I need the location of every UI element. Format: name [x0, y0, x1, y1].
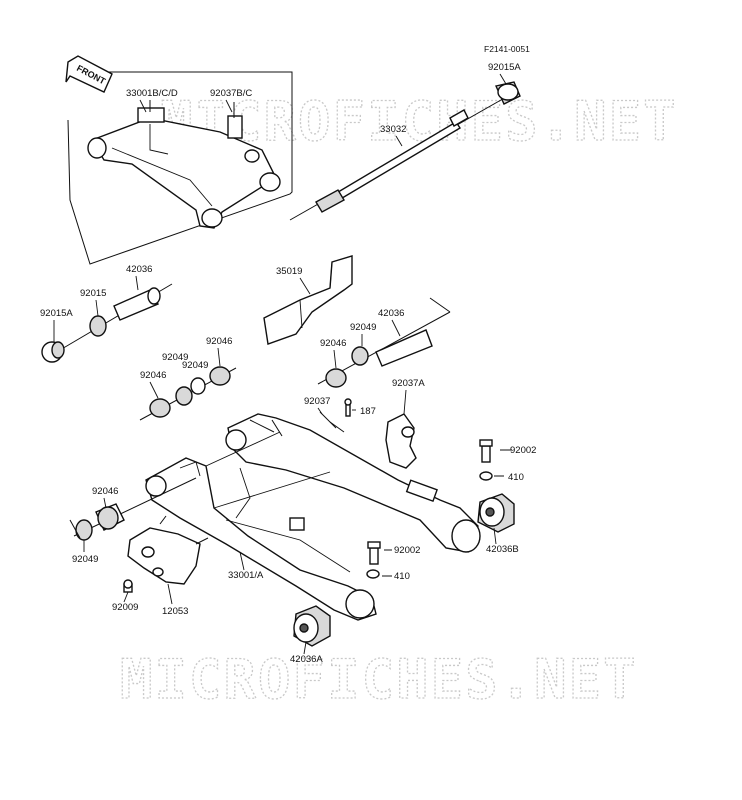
bracket-35019	[263, 255, 353, 345]
main-swingarm-33001a	[145, 413, 481, 621]
clip-187	[344, 398, 352, 417]
pivot-shaft-33032	[289, 81, 521, 221]
bolt-92002-mid	[367, 541, 392, 565]
label-92002-mid: 92002	[394, 545, 420, 556]
washer-410-mid	[366, 569, 392, 579]
label-92009: 92009	[112, 602, 138, 613]
label-42036-left: 42036	[126, 264, 152, 275]
label-92049-mid1: 92049	[162, 352, 188, 363]
label-92049-low: 92049	[72, 554, 98, 565]
label-12053: 12053	[162, 606, 188, 617]
label-92015: 92015	[80, 288, 106, 299]
bushing-42036b	[477, 493, 515, 533]
label-35019: 35019	[276, 266, 302, 277]
bolt-92002-right	[479, 439, 512, 463]
label-92046-left: 92046	[140, 370, 166, 381]
bolt-92009	[123, 579, 133, 593]
washer-410-right	[479, 471, 504, 481]
chain-guide-12053	[127, 515, 209, 585]
figure-code: F2141-0051	[484, 44, 530, 54]
middle-bushing-stack	[139, 366, 237, 421]
label-92002-right: 92002	[510, 445, 536, 456]
label-92049-mid2: 92049	[182, 360, 208, 371]
label-42036-right: 42036	[378, 308, 404, 319]
leader-lines	[53, 73, 507, 655]
lower-left-bushings	[69, 477, 197, 541]
front-arrow-icon: FRONT	[65, 55, 113, 93]
label-33001bcd: 33001B/C/D	[126, 88, 178, 99]
label-33032: 33032	[380, 124, 406, 135]
label-92015a-left: 92015A	[40, 308, 73, 319]
label-42036a: 42036A	[290, 654, 323, 665]
clamp-92037a	[385, 413, 417, 469]
watermark-bottom: MICROFICHES.NET	[120, 648, 638, 711]
inset-swingarm-assembly: FRONT	[65, 55, 293, 265]
label-410-right: 410	[508, 472, 524, 483]
label-33001a: 33001/A	[228, 570, 264, 581]
bushing-42036a	[293, 605, 331, 647]
label-92049-right: 92049	[350, 322, 376, 333]
left-bushing-stack	[41, 283, 173, 363]
label-92046-mid: 92046	[206, 336, 232, 347]
label-42036b: 42036B	[486, 544, 519, 555]
bolt-92037	[319, 411, 345, 433]
label-92046-right: 92046	[320, 338, 346, 349]
label-410-mid: 410	[394, 571, 410, 582]
label-92037bc: 92037B/C	[210, 88, 252, 99]
label-92037a: 92037A	[392, 378, 425, 389]
right-bushing-stack	[317, 297, 451, 388]
label-92046-low: 92046	[92, 486, 118, 497]
label-187: 187	[360, 406, 376, 417]
label-92015a-top: 92015A	[488, 62, 521, 73]
label-92037: 92037	[304, 396, 330, 407]
